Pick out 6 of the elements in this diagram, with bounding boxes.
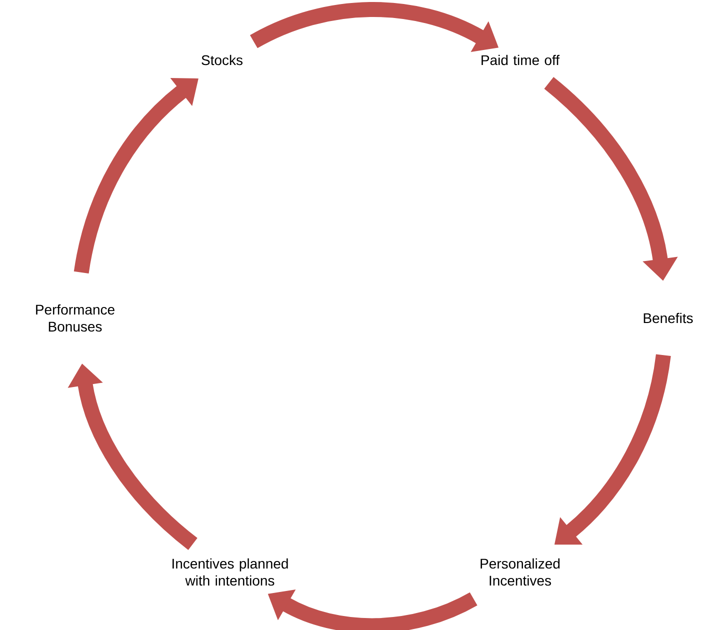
cycle-label: Stocks [202, 54, 242, 66]
cycle-label: Personalized Incentives [480, 558, 560, 586]
cycle-label: Performance Bonuses [36, 304, 114, 332]
cycle-label: Paid time off [482, 54, 560, 66]
cycle-label: Incentives planned with intentions [172, 558, 288, 586]
cycle-label: Benefits [644, 312, 693, 324]
